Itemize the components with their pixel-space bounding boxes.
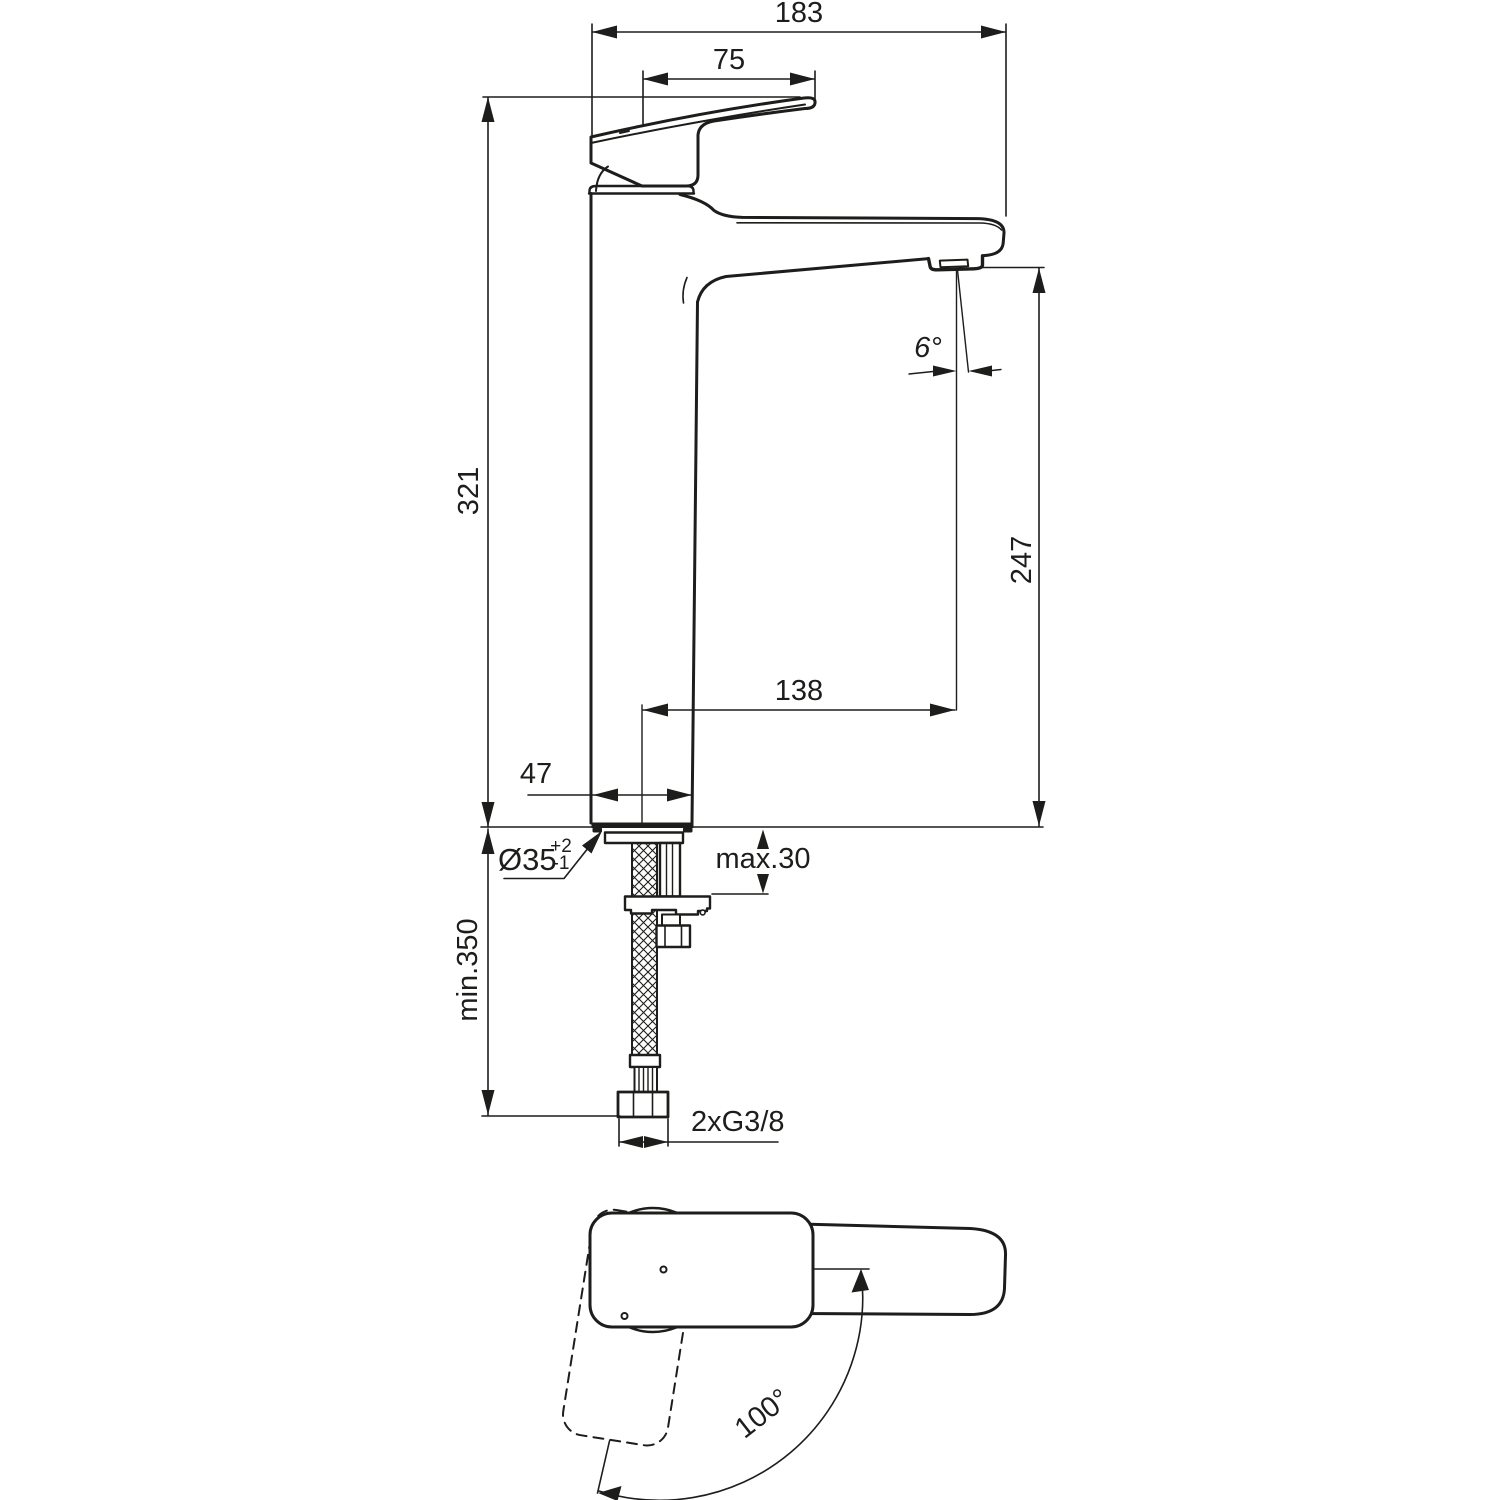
dim-label-hole-tol-minus: -1 (553, 853, 570, 874)
dimension-outlet-angle: 6° (908, 269, 1002, 711)
arrowhead (481, 802, 495, 827)
dim-label-total-width: 183 (775, 0, 823, 29)
top-view: 100° (562, 1206, 1008, 1500)
base-plate (591, 822, 694, 828)
dimension-total-width: 183 (591, 0, 1007, 217)
spout-bottom-outline (696, 257, 930, 304)
arrowhead (667, 788, 692, 802)
base-seal-left (592, 827, 602, 833)
handle-top-view (588, 1211, 815, 1329)
dimensions: 183 75 321 min.350 247 (452, 0, 1046, 1148)
fixing-nut-facets (664, 924, 683, 948)
dim-label-total-height: 321 (453, 467, 485, 515)
dimension-max-deck-thickness: max.30 (711, 829, 811, 895)
arrowhead (1032, 268, 1046, 293)
dimension-handle-reach: 75 (642, 44, 816, 125)
aerator-insert (938, 258, 970, 269)
arrowhead (851, 1269, 869, 1293)
cartridge-cap-shoulder-arc (595, 165, 609, 192)
hose-end-nut (616, 1090, 670, 1119)
arrowhead (1032, 801, 1046, 826)
arrowhead (481, 1090, 495, 1115)
arrowhead (582, 831, 602, 854)
arrowhead (598, 1486, 622, 1500)
arrowhead (981, 25, 1006, 39)
flexible-hose-braided (631, 842, 658, 1056)
front-view (480, 96, 1044, 1119)
lever-handle-detail-tick (619, 130, 630, 134)
dimension-min-hose-length: min.350 (452, 828, 621, 1117)
dimension-hole-diameter: Ø35 +2 -1 (498, 831, 602, 880)
dimension-outlet-height: 247 (980, 266, 1046, 827)
arrowhead (933, 365, 957, 377)
stud-below-flange (661, 913, 681, 927)
dimension-outlet-reach: 138 (642, 675, 956, 717)
dim-label-handle-swing: 100° (729, 1383, 796, 1445)
spout-top-outline (678, 193, 1006, 258)
dimension-total-height: 321 (453, 96, 801, 828)
arrowhead (757, 829, 769, 849)
dim-label-outlet-reach: 138 (775, 675, 823, 707)
lever-handle-edge-line (590, 103, 806, 144)
fixing-flange (623, 895, 712, 916)
dim-label-supply-connection: 2xG3/8 (691, 1106, 785, 1138)
threaded-stud (658, 841, 682, 898)
arrowhead (592, 25, 617, 39)
dim-label-handle-reach: 75 (713, 44, 745, 76)
handle-detail-dot-lower (620, 1312, 629, 1320)
dim-label-hole-diameter: Ø35 (498, 842, 557, 877)
arrowhead (930, 703, 955, 717)
dim-label-min-hose-length: min.350 (452, 918, 484, 1021)
arrowhead (481, 97, 495, 122)
dimension-body-width: 47 (520, 758, 693, 802)
cartridge-cap-outline (588, 184, 695, 195)
spout-top-view (798, 1222, 1008, 1316)
threaded-stud-lines (665, 842, 674, 897)
lever-handle-outline (589, 96, 817, 188)
dim-label-body-width: 47 (520, 758, 552, 790)
dim-label-outlet-height: 247 (1006, 536, 1038, 584)
hose-end-nut-facets (632, 1091, 654, 1118)
spout-junction-highlight (682, 276, 688, 304)
arrowhead (643, 703, 668, 717)
arrowhead (619, 1136, 643, 1148)
installation-parts (603, 831, 712, 1119)
spout-inner-top-line (736, 222, 1003, 231)
arrowhead (481, 829, 495, 854)
dimension-supply-connection: 2xG3/8 (618, 1106, 785, 1148)
arrowhead (968, 365, 992, 377)
base-seal-right (683, 827, 693, 833)
hose-thread-section (633, 1066, 658, 1093)
hose-collar (628, 1053, 662, 1069)
arrowhead (644, 1136, 668, 1148)
dim-label-hole-tol-plus: +2 (550, 836, 572, 857)
handle-detail-dot-upper (659, 1265, 668, 1274)
arrowhead (643, 72, 668, 86)
hose-thread-lines (638, 1066, 654, 1093)
dim-label-max-deck-thickness: max.30 (715, 843, 810, 875)
arrowhead (790, 72, 815, 86)
body-right-edge (690, 300, 699, 825)
dim-label-outlet-angle: 6° (914, 332, 942, 364)
arrowhead (757, 874, 769, 894)
flange-set-screw (699, 909, 706, 916)
handle-rotated-position-dashed (562, 1208, 699, 1447)
arrowhead (593, 788, 618, 802)
aerator-outline (926, 254, 985, 272)
mounting-shank (603, 831, 685, 845)
fixing-nut (655, 924, 692, 949)
